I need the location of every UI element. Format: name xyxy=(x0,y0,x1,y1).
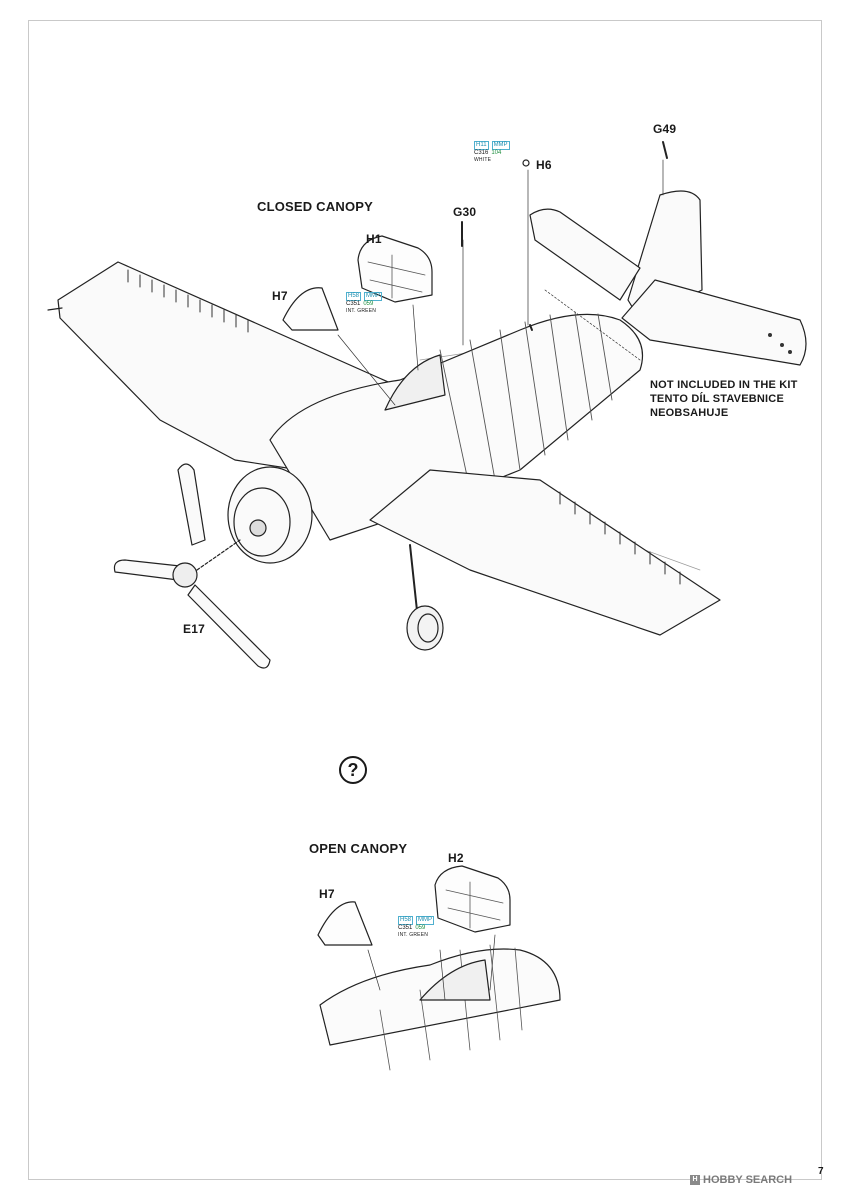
not-included-line-1: NOT INCLUDED IN THE KIT xyxy=(650,379,798,391)
windscreen-part-h7-bottom xyxy=(317,901,373,946)
paint-green-top-c: C351 xyxy=(346,301,361,307)
open-cockpit xyxy=(419,959,491,1001)
paint-white-code: 104 xyxy=(491,150,502,156)
right-wing xyxy=(369,469,721,636)
not-included-line-3: NEOBSAHUJE xyxy=(650,407,729,419)
propeller-blade-top xyxy=(177,463,206,546)
cockpit-top xyxy=(384,354,446,411)
left-stabilizer xyxy=(529,208,641,301)
propeller-blade-left xyxy=(113,559,181,581)
part-g49-antenna xyxy=(662,141,668,159)
open-canopy-guides xyxy=(367,934,496,1001)
part-label-e17: E17 xyxy=(183,622,205,636)
canopy-part-h2 xyxy=(434,865,511,933)
fuselage-frames xyxy=(439,311,613,491)
paint-green-bottom-name: INT. GREEN xyxy=(398,932,429,938)
paint-white-c: C316 xyxy=(474,150,489,156)
left-wing-ribs xyxy=(127,269,249,333)
assembly-guide-lines xyxy=(337,159,664,406)
not-included-notice: NOT INCLUDED IN THE KIT TENTO DÍL STAVEB… xyxy=(650,378,798,420)
part-label-g30: G30 xyxy=(453,205,477,219)
propeller-blade-bottom xyxy=(187,584,271,669)
watermark: H HOBBY SEARCH xyxy=(690,1174,792,1186)
watermark-logo-icon: H xyxy=(690,1175,700,1185)
propeller-guide xyxy=(196,539,241,571)
watermark-text: HOBBY SEARCH xyxy=(703,1174,793,1186)
engine-cowling xyxy=(227,466,313,564)
stabilizer-rivets xyxy=(768,333,792,354)
not-included-line-2: TENTO DÍL STAVEBNICE xyxy=(650,393,784,405)
paint-green-top-h: H58 xyxy=(346,292,362,301)
closed-canopy-heading: CLOSED CANOPY xyxy=(257,199,374,214)
page-number: 7 xyxy=(818,1166,824,1177)
right-wing-ribs xyxy=(559,491,681,585)
paint-green-bottom-mmp: MMP xyxy=(416,916,435,925)
part-h6-light xyxy=(522,159,530,167)
paint-white-mmp: MMP xyxy=(491,141,510,150)
paint-green-top-mmp: MMP xyxy=(364,292,383,301)
open-canopy-heading: OPEN CANOPY xyxy=(309,841,408,856)
propeller-spinner xyxy=(172,562,198,588)
paint-green-bottom-code: 059 xyxy=(415,925,426,931)
question-mark-icon: ? xyxy=(339,756,367,784)
part-h6-position xyxy=(529,324,533,331)
paint-green-top-code: 059 xyxy=(363,301,374,307)
paint-green-bottom-h: H58 xyxy=(398,916,414,925)
part-label-h7-bottom: H7 xyxy=(319,887,335,901)
paint-white-h: H11 xyxy=(474,141,489,150)
engine-face xyxy=(233,487,291,557)
right-stabilizer xyxy=(621,279,807,366)
canopy-part-h1 xyxy=(357,235,433,303)
part-label-h6: H6 xyxy=(536,158,552,172)
part-label-h7-top: H7 xyxy=(272,289,288,303)
paint-white-name: WHITE xyxy=(474,157,492,163)
part-label-g49: G49 xyxy=(653,122,677,136)
part-label-h2: H2 xyxy=(448,851,464,865)
paint-green-bottom-c: C351 xyxy=(398,925,413,931)
landing-gear-strut xyxy=(409,544,419,621)
pitot xyxy=(47,307,63,311)
wheel-hub xyxy=(417,613,439,643)
paint-green-top-name: INT. GREEN xyxy=(346,308,377,314)
propeller-hub xyxy=(249,519,267,537)
page-frame xyxy=(28,20,822,1180)
windscreen-part-h7-top xyxy=(282,287,339,331)
part-label-h1: H1 xyxy=(366,232,382,246)
